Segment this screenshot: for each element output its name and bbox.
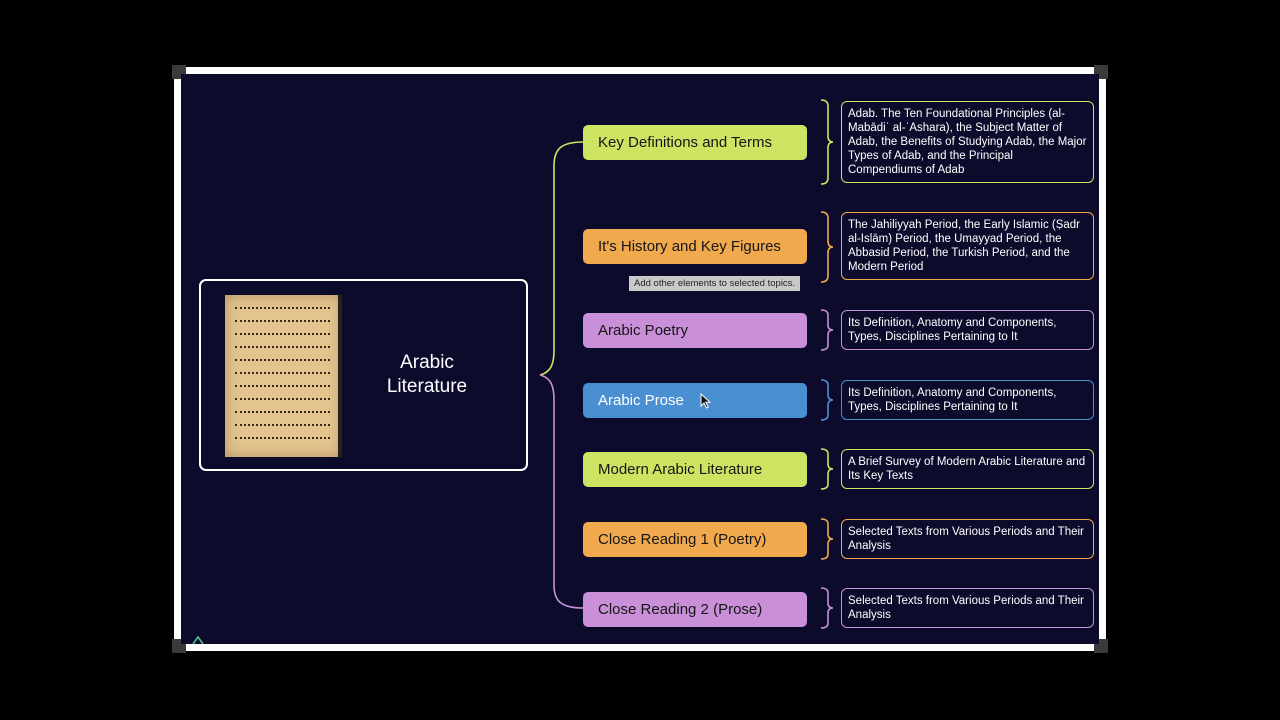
topic-history[interactable]: It's History and Key Figures [583, 229, 807, 264]
manuscript-image [225, 295, 342, 457]
topic-modern-arabic-literature[interactable]: Modern Arabic Literature [583, 452, 807, 487]
subtopic-modern-arabic-literature[interactable]: A Brief Survey of Modern Arabic Literatu… [841, 449, 1094, 489]
topic-key-definitions[interactable]: Key Definitions and Terms [583, 125, 807, 160]
tooltip: Add other elements to selected topics. [629, 276, 801, 291]
subtopic-text: Its Definition, Anatomy and Components, … [848, 317, 1057, 343]
subtopic-history[interactable]: The Jahiliyyah Period, the Early Islamic… [841, 212, 1094, 280]
topic-arabic-prose[interactable]: Arabic Prose [583, 383, 807, 418]
topic-close-reading-1[interactable]: Close Reading 1 (Poetry) [583, 522, 807, 557]
topic-label: Arabic Prose [598, 392, 684, 409]
topic-arabic-poetry[interactable]: Arabic Poetry [583, 313, 807, 348]
subtopic-text: A Brief Survey of Modern Arabic Literatu… [848, 456, 1086, 482]
topic-close-reading-2[interactable]: Close Reading 2 (Prose) [583, 592, 807, 627]
subtopic-arabic-prose[interactable]: Its Definition, Anatomy and Components, … [841, 380, 1094, 420]
central-topic-title: Arabic Literature [386, 352, 468, 397]
subtopic-text: Its Definition, Anatomy and Components, … [848, 387, 1057, 413]
subtopic-arabic-poetry[interactable]: Its Definition, Anatomy and Components, … [841, 310, 1094, 350]
central-topic[interactable]: Arabic Literature [199, 279, 528, 471]
topic-label: It's History and Key Figures [598, 238, 781, 255]
subtopic-close-reading-1[interactable]: Selected Texts from Various Periods and … [841, 519, 1094, 559]
subtopic-text: The Jahiliyyah Period, the Early Islamic… [848, 219, 1081, 273]
mouse-pointer-icon [700, 393, 711, 409]
topic-label: Key Definitions and Terms [598, 134, 772, 151]
topic-label: Close Reading 2 (Prose) [598, 601, 763, 618]
topic-label: Modern Arabic Literature [598, 461, 763, 478]
topic-label: Arabic Poetry [598, 322, 689, 339]
subtopic-text: Selected Texts from Various Periods and … [848, 526, 1084, 552]
subtopic-key-definitions[interactable]: Adab. The Ten Foundational Principles (a… [841, 101, 1094, 183]
subtopic-text: Selected Texts from Various Periods and … [848, 595, 1084, 621]
subtopic-close-reading-2[interactable]: Selected Texts from Various Periods and … [841, 588, 1094, 628]
topic-label: Close Reading 1 (Poetry) [598, 531, 767, 548]
subtopic-text: Adab. The Ten Foundational Principles (a… [848, 108, 1087, 176]
app-badge-icon[interactable] [192, 636, 204, 644]
